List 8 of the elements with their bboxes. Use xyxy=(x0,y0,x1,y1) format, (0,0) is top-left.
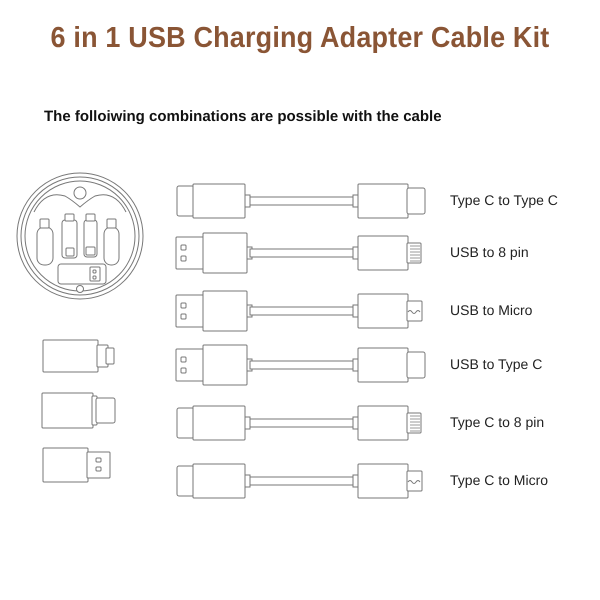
subtitle: The folloiwing combinations are possible with the cable xyxy=(44,108,442,125)
cable-type-label: Type C to Type C xyxy=(450,192,558,208)
cable-type-label: USB to Micro xyxy=(450,302,532,318)
title: 6 in 1 USB Charging Adapter Cable Kit xyxy=(50,22,550,55)
cable-type-label: Type C to 8 pin xyxy=(450,414,544,430)
cable-type-label: Type C to Micro xyxy=(450,472,548,488)
cable-type-label: USB to Type C xyxy=(450,356,542,372)
cable-type-label: USB to 8 pin xyxy=(450,244,529,260)
